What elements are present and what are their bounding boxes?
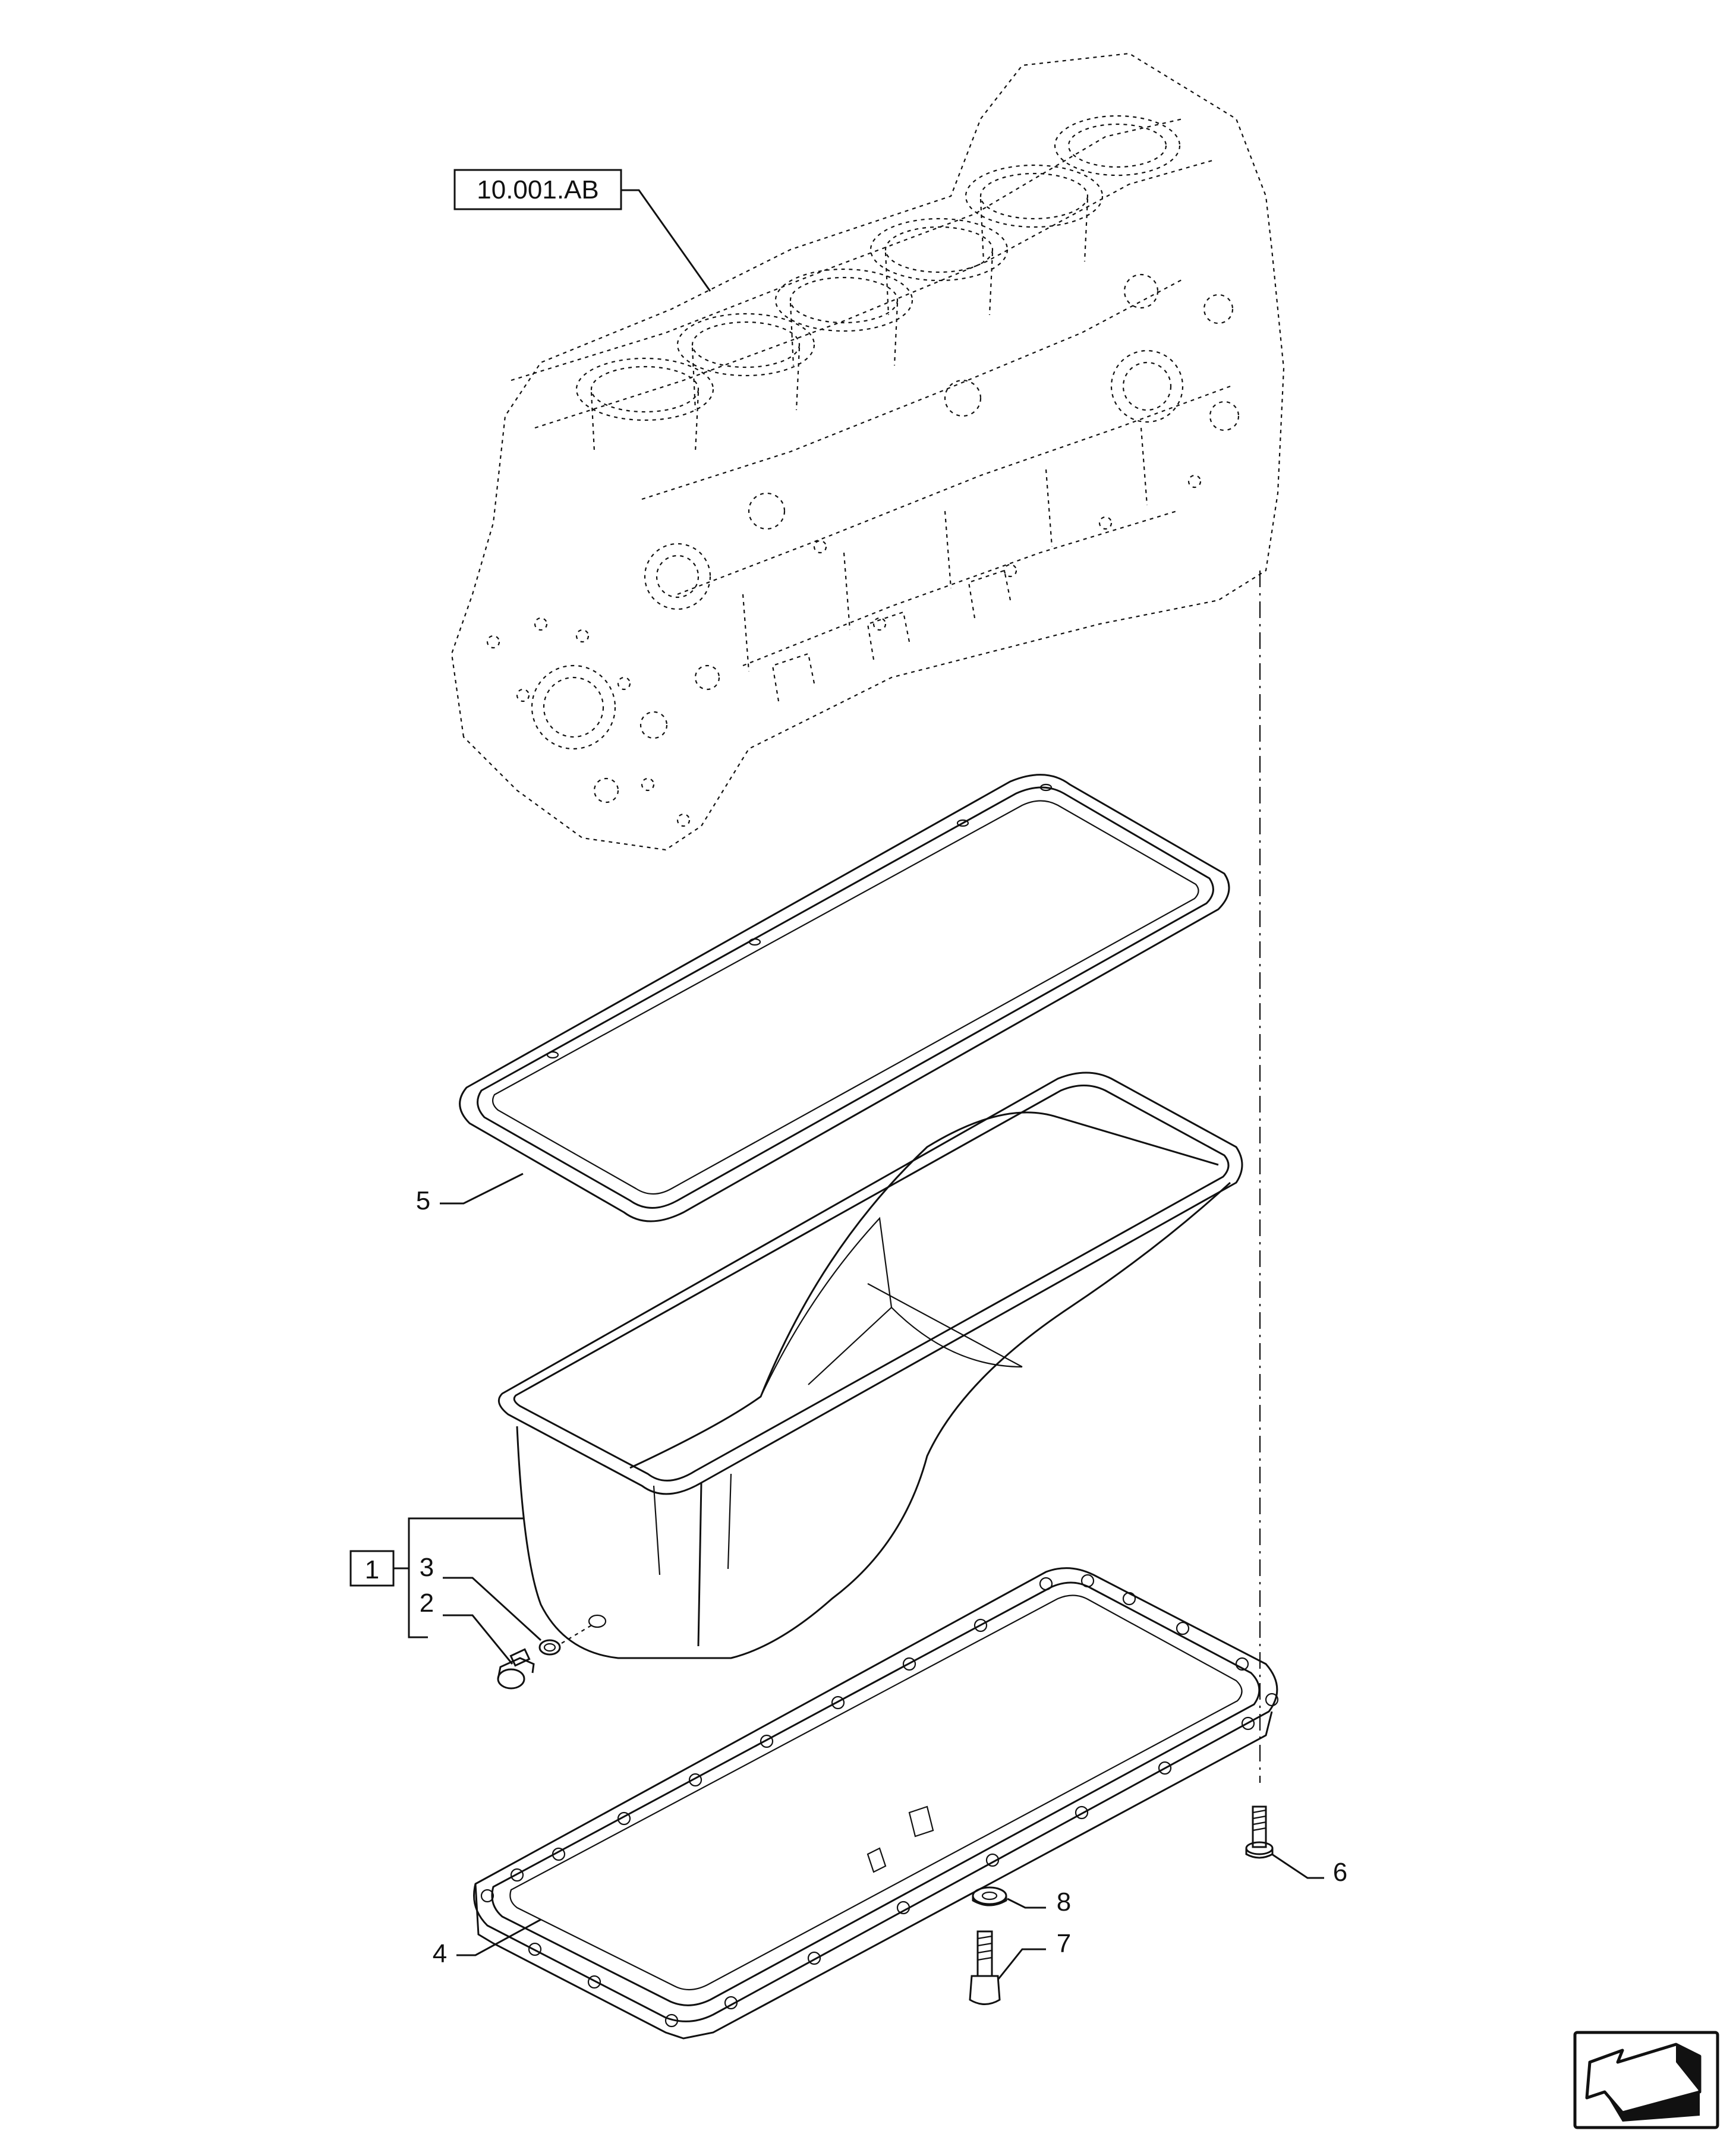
drain-plug: 2 [420, 1589, 535, 1690]
frame-bosses [480, 1574, 1279, 2028]
group-bracket: 1 [349, 1517, 523, 1638]
reference-label: 10.001.AB [453, 169, 711, 292]
oil-sump-frame: 4 [433, 1567, 1279, 2040]
reference-label-text: 10.001.AB [477, 175, 599, 204]
callout-6: 6 [1333, 1858, 1347, 1887]
plug-axis-line [561, 1625, 592, 1644]
screw-long: 6 [1245, 1805, 1347, 1887]
engine-block [450, 52, 1285, 851]
callout-8: 8 [1057, 1887, 1071, 1917]
cylinder-bores [575, 115, 1181, 421]
callout-5-leader [440, 1173, 524, 1205]
callout-3: 3 [420, 1553, 434, 1582]
washer: 8 [972, 1886, 1071, 1917]
callout-7: 7 [1057, 1929, 1071, 1958]
callout-2: 2 [420, 1589, 434, 1618]
front-gear-housing [531, 273, 1240, 803]
return-arrow-icon[interactable] [1573, 2031, 1719, 2129]
callout-1: 1 [365, 1555, 379, 1584]
block-bolts [486, 474, 1202, 827]
screw-short: 7 [969, 1929, 1071, 2005]
drain-plug-washer: 3 [420, 1553, 561, 1656]
gasket [459, 774, 1230, 1222]
oil-pan [497, 1072, 1243, 1659]
callout-5: 5 [416, 1186, 430, 1215]
callout-4: 4 [433, 1939, 447, 1968]
